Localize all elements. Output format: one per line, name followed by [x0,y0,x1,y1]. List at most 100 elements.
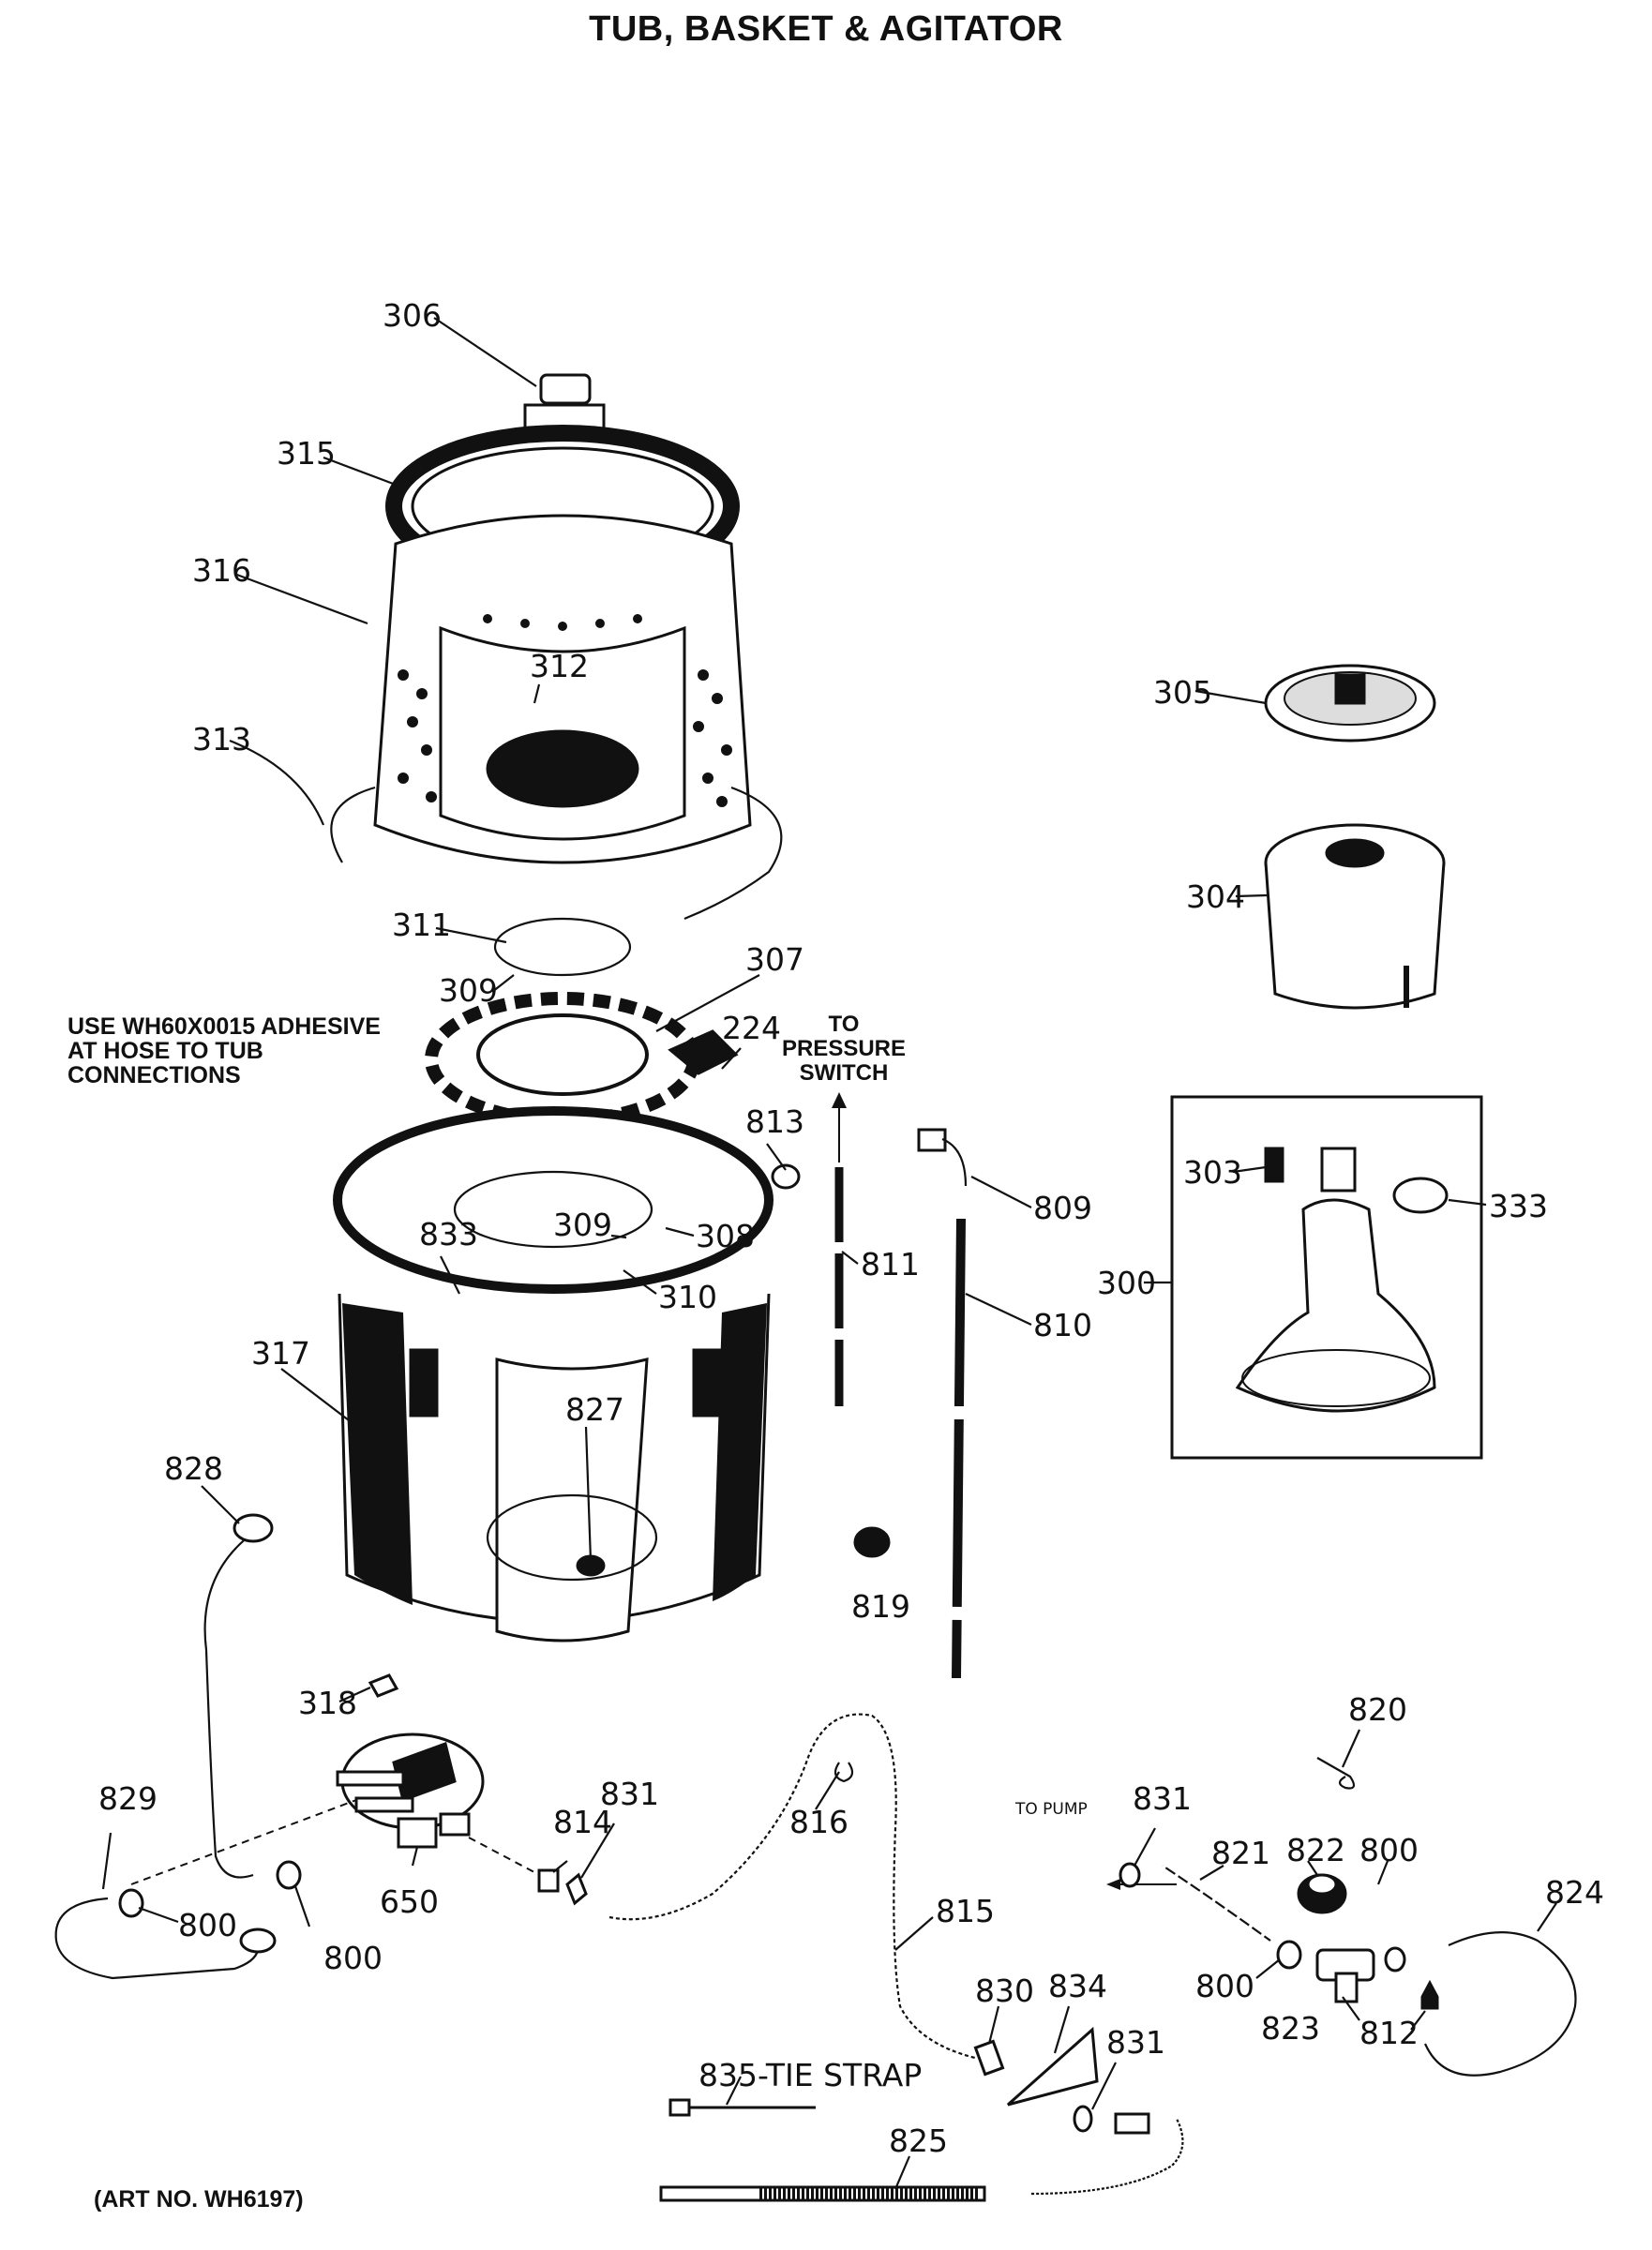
callout-822: 822 [1286,1832,1345,1868]
callout-809: 809 [1033,1190,1092,1226]
clamp-800d-drawing [1384,1946,1406,1972]
callout-828: 828 [164,1450,223,1487]
callout-labels: 306 315 316 312 313 311 309 307 224 813 … [98,297,1604,2159]
pressure-switch-label: TO PRESSURE SWITCH [782,1012,906,1086]
basket-drawing [373,514,752,864]
callout-814: 814 [553,1804,612,1840]
valve-822-drawing [1297,1873,1347,1914]
callout-811: 811 [861,1246,920,1282]
callout-316: 316 [192,552,251,589]
cup-304-drawing [1264,823,1446,1010]
tie-strap-drawing [668,2098,816,2117]
clamp-800b-drawing [276,1860,302,1890]
hose-829-drawing [54,1897,277,1980]
outer-tub-drawing [333,1106,773,1642]
callout-831c: 831 [1133,1780,1192,1817]
coupling-814-drawing [537,1868,560,1893]
to-pump-label: TO PUMP [1014,1800,1088,1819]
agitator-kit-box [1170,1095,1483,1460]
adhesive-note-line-3: CONNECTIONS [68,1062,241,1088]
adhesive-note: USE WH60X0015 ADHESIVE AT HOSE TO TUB CO… [68,1014,381,1088]
callout-823: 823 [1261,2010,1320,2047]
pump-dashed-line [130,1799,357,1885]
adhesive-note-line-1: USE WH60X0015 ADHESIVE [68,1013,381,1040]
callout-306: 306 [383,297,442,334]
callout-800d: 800 [1195,1968,1254,2004]
callout-333: 333 [1489,1188,1548,1224]
clip-816-drawing [834,1762,854,1783]
grommet-819-drawing [853,1526,891,1558]
callout-800c: 800 [1359,1832,1419,1868]
pressure-tube-drawing [832,1092,847,1406]
pressure-switch-line-1: TO [829,1012,860,1037]
callout-821: 821 [1211,1835,1270,1871]
callout-313: 313 [192,721,251,758]
hose-824-drawing [1423,1931,1577,2077]
callout-315: 315 [277,435,336,472]
callout-825: 825 [889,2122,948,2159]
diagram-title: TUB, BASKET & AGITATOR [589,9,1063,49]
hose-828-drawing [203,1513,274,1879]
callout-831a: 831 [600,1776,659,1812]
tube-809-810-drawing [917,1128,968,1679]
callout-311: 311 [392,907,451,943]
clamp-831a-drawing [565,1872,588,1906]
callout-833: 833 [419,1216,478,1252]
callout-827: 827 [565,1391,624,1428]
callout-800b: 800 [323,1940,383,1976]
callout-308: 308 [696,1218,755,1254]
callout-815: 815 [936,1893,995,1929]
callout-834: 834 [1048,1968,1107,2004]
callout-819: 819 [851,1588,910,1625]
art-number: (ART NO. WH6197) [94,2186,304,2212]
hose-821-drawing [1106,1862,1272,1943]
tube-825-drawing [659,2112,1184,2202]
callout-307: 307 [745,941,804,978]
tub-hose-drawing [330,786,783,921]
callout-303: 303 [1183,1154,1242,1191]
callout-831b: 831 [1106,2024,1165,2061]
callout-318: 318 [298,1685,357,1721]
pump-650-drawing [336,1732,485,1849]
callout-812: 812 [1359,2015,1419,2051]
callout-820: 820 [1348,1691,1407,1728]
callout-810: 810 [1033,1307,1092,1343]
callout-305: 305 [1153,674,1212,711]
clamp-800c-drawing [1276,1940,1302,1970]
callout-224: 224 [722,1010,781,1046]
funnel-834-drawing [1007,2026,1099,2107]
coupling-830-drawing [973,2039,1005,2077]
callout-813: 813 [745,1103,804,1140]
tub-gasket-drawing [425,992,700,1127]
clamp-800a-drawing [118,1888,144,1918]
cap-305-drawing [1264,664,1436,742]
callout-800a: 800 [178,1907,237,1943]
callout-830: 830 [975,1972,1034,2009]
pump-dashed-line-2 [468,1837,549,1881]
callout-309b: 309 [553,1207,612,1243]
callout-829: 829 [98,1780,158,1817]
tie-strap-label: 835-TIE STRAP [698,2057,922,2093]
clamp-ring-drawing [493,917,632,977]
pressure-switch-line-2: PRESSURE [782,1036,906,1061]
drain-hose-815-drawing [608,1713,976,2060]
callout-650: 650 [380,1883,439,1920]
callout-309a: 309 [439,972,498,1009]
fitting-812-drawing [1420,1979,1439,2010]
callout-824: 824 [1545,1874,1604,1911]
clamp-831b-drawing [1073,2105,1093,2133]
callout-816: 816 [789,1804,849,1840]
pressure-switch-line-3: SWITCH [800,1060,889,1086]
callout-317: 317 [251,1335,310,1372]
clip-820-drawing [1316,1757,1356,1790]
callout-312: 312 [530,648,589,684]
callout-300: 300 [1097,1265,1156,1301]
clip-318-drawing [368,1673,399,1698]
tee-823-drawing [1315,1948,1375,2003]
grommet-813-drawing [771,1163,801,1190]
leader-lines [101,317,1557,2190]
callout-310: 310 [658,1279,717,1315]
callout-304: 304 [1186,878,1245,915]
adhesive-note-line-2: AT HOSE TO TUB [68,1038,263,1064]
